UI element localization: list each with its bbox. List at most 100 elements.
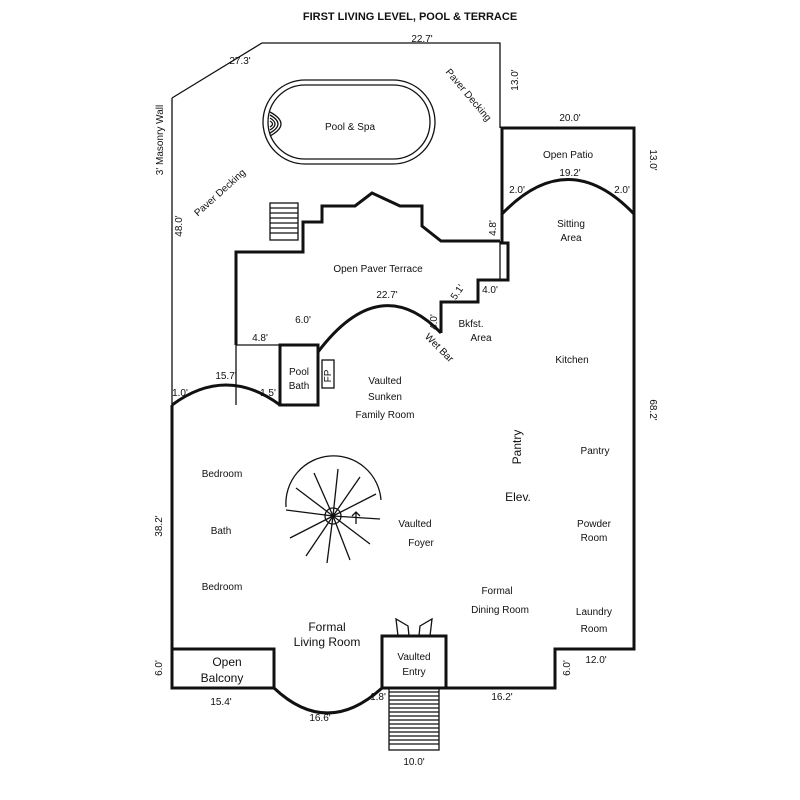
dim-2-0-right: 2.0' [614,185,630,196]
dim-15-4: 15.4' [210,697,231,708]
terrace-stairs [269,202,299,241]
label-laundry: Laundry [576,607,612,618]
fireplace [321,359,335,389]
label-dining-room: Dining Room [471,605,529,616]
label-open-patio: Open Patio [543,150,593,161]
entry-door-right [418,617,433,637]
label-balcony: Balcony [201,671,244,685]
label-paver-decking-right: Paver Decking [443,67,493,124]
left-wing-wall [170,405,275,690]
label-masonry-wall: 3' Masonry Wall [155,105,166,175]
label-pool-spa: Pool & Spa [325,122,375,133]
label-paver-decking-left: Paver Decking [192,167,248,219]
plan-title: FIRST LIVING LEVEL, POOL & TERRACE [303,11,517,23]
dim-22-7-top: 22.7' [411,34,432,45]
front-bay-arch [272,686,384,715]
dim-6-0-mid: 6.0' [295,315,311,326]
right-wing-wall [446,126,636,690]
dim-1-8: 1.8' [370,692,386,703]
dim-12-0: 12.0' [585,655,606,666]
pool-area [171,42,501,405]
dim-38-2: 38.2' [154,515,165,536]
label-family-vaulted: Vaulted [368,376,401,387]
breakfast-step-wall [439,241,510,333]
dim-16-6: 16.6' [309,713,330,724]
dim-1-0: 1.0' [172,388,188,399]
label-pantry: Pantry [581,446,610,457]
label-family-sunken: Sunken [368,392,402,403]
dim-22-7-mid: 22.7' [376,290,397,301]
spiral-staircase [285,455,382,564]
dim-13-0-right: 13.0' [647,149,658,170]
label-balcony-open: Open [212,655,241,669]
dim-5-1: 5.1' [449,283,467,302]
dim-2-0-left: 2.0' [509,185,525,196]
label-bath: Bath [211,526,232,537]
pool-bath-wall [278,343,320,407]
dim-68-2: 68.2' [647,399,658,420]
pool-outer [262,79,436,165]
dim-6-0-left: 6.0' [154,660,165,676]
label-fireplace: FP [323,369,334,382]
dim-15-7: 15.7' [215,371,236,382]
site-boundary-top [171,42,501,128]
dim-19-2: 19.2' [559,168,580,179]
dim-20-0: 20.0' [559,113,580,124]
label-pantry-vertical: Pantry [510,430,524,465]
label-entry: Entry [402,667,425,678]
label-foyer-vaulted: Vaulted [398,519,431,530]
dim-10-0: 10.0' [403,757,424,768]
label-pool: Pool [289,367,309,378]
dimension-labels: 27.3' 22.7' 13.0' 20.0' 13.0' 2.0' 19.2'… [154,34,658,768]
spa-step [269,120,274,128]
spa-step [269,114,279,134]
entry-door-left [395,617,410,637]
pool-spa [262,79,436,165]
label-dining-formal: Formal [481,586,512,597]
left-wing-arch [171,383,281,407]
label-bedroom-lower: Bedroom [202,582,243,593]
dim-4-0-h: 4.0' [482,285,498,296]
dim-16-2: 16.2' [491,692,512,703]
label-bkfst-area: Area [470,333,492,344]
spiral-outer [285,455,382,508]
pool-inner [267,84,431,160]
label-powder-room: Room [581,533,608,544]
dim-1-5: 1.5' [260,388,276,399]
label-entry-vaulted: Vaulted [397,652,430,663]
dim-6-0-right: 6.0' [562,660,573,676]
dim-27-3: 27.3' [229,56,250,67]
dim-4-8-right: 4.8' [488,220,499,236]
dim-4-8-left: 4.8' [252,333,268,344]
house-walls [170,126,636,715]
label-living-room: Living Room [294,635,361,649]
label-family-room: Family Room [356,410,415,421]
label-sitting-area: Area [560,233,582,244]
terrace-parapet [234,191,500,345]
label-powder: Powder [577,519,612,530]
label-bkfst: Bkfst. [458,319,483,330]
stair-outline [269,202,299,241]
stair-outline [388,687,440,751]
spa-step [269,117,276,131]
label-sitting: Sitting [557,219,585,230]
label-wet-bar: Wet Bar [422,332,456,366]
label-laundry-room: Room [581,624,608,635]
patio-arch [500,178,636,216]
label-kitchen: Kitchen [555,355,588,366]
dim-4-0-v: 4.0' [429,314,440,330]
stair-up-arrow [351,511,361,524]
label-terrace: Open Paver Terrace [333,264,423,275]
label-living-formal: Formal [308,620,345,634]
label-pool-bath: Bath [289,381,310,392]
family-room-arch [316,304,443,353]
dim-48-0: 48.0' [174,215,185,236]
open-balcony-wall [170,647,276,690]
label-bedroom-upper: Bedroom [202,469,243,480]
dim-13-0-top: 13.0' [510,69,521,90]
spa-step [269,111,282,137]
label-foyer: Foyer [408,538,434,549]
label-elevator: Elev. [505,490,531,504]
entry-stairs [388,687,440,751]
